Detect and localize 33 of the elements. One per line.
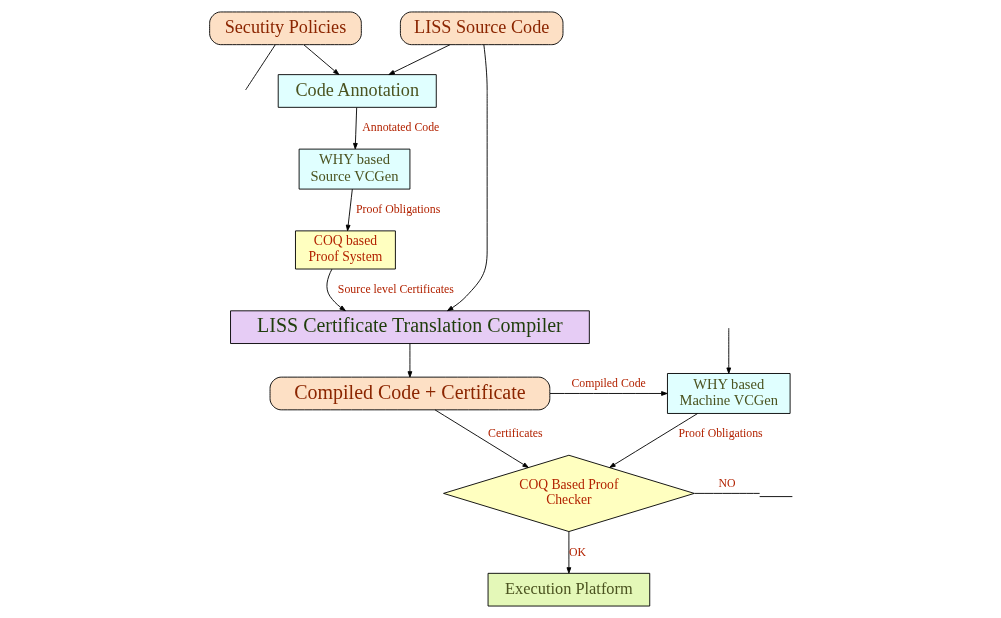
connector <box>693 492 760 494</box>
arrow <box>434 409 529 468</box>
arrow <box>345 188 353 232</box>
arrow <box>446 44 488 312</box>
arrow <box>566 531 571 574</box>
arrow <box>352 107 358 150</box>
edge-label: Annotated Code <box>361 120 439 135</box>
arrow <box>325 268 346 312</box>
node-box: Execution Platform <box>487 572 650 607</box>
arrow <box>549 391 667 396</box>
arrow <box>725 327 731 374</box>
node-box: COQ based Proof System <box>294 230 396 270</box>
edge-label: OK <box>568 544 586 559</box>
connector <box>244 44 276 91</box>
arrow <box>387 44 450 76</box>
arrow <box>608 413 698 468</box>
edge-label: Certificates <box>487 426 542 441</box>
edge-label: Proof Obligations <box>677 426 763 441</box>
node-box: LISS Certificate Translation Compiler <box>229 310 590 344</box>
edge-label: Proof Obligations <box>355 202 440 217</box>
arrow <box>303 44 339 75</box>
node-diamond: COQ Based Proof Checker <box>442 454 695 532</box>
node-ground <box>758 496 793 498</box>
edge-label: Compiled Code <box>570 376 646 391</box>
edge-label: NO <box>717 476 735 491</box>
node-box: WHY based Source VCGen <box>298 148 410 190</box>
node-box: WHY based Machine VCGen <box>666 373 791 414</box>
arrow <box>407 343 412 378</box>
node-box: LISS Source Code <box>399 11 563 46</box>
node-box: Secutity Policies <box>208 11 362 46</box>
node-box: Code Annotation <box>277 74 437 108</box>
edge-label: Source level Certificates <box>337 282 454 297</box>
node-box: Compiled Code + Certificate <box>269 376 550 411</box>
